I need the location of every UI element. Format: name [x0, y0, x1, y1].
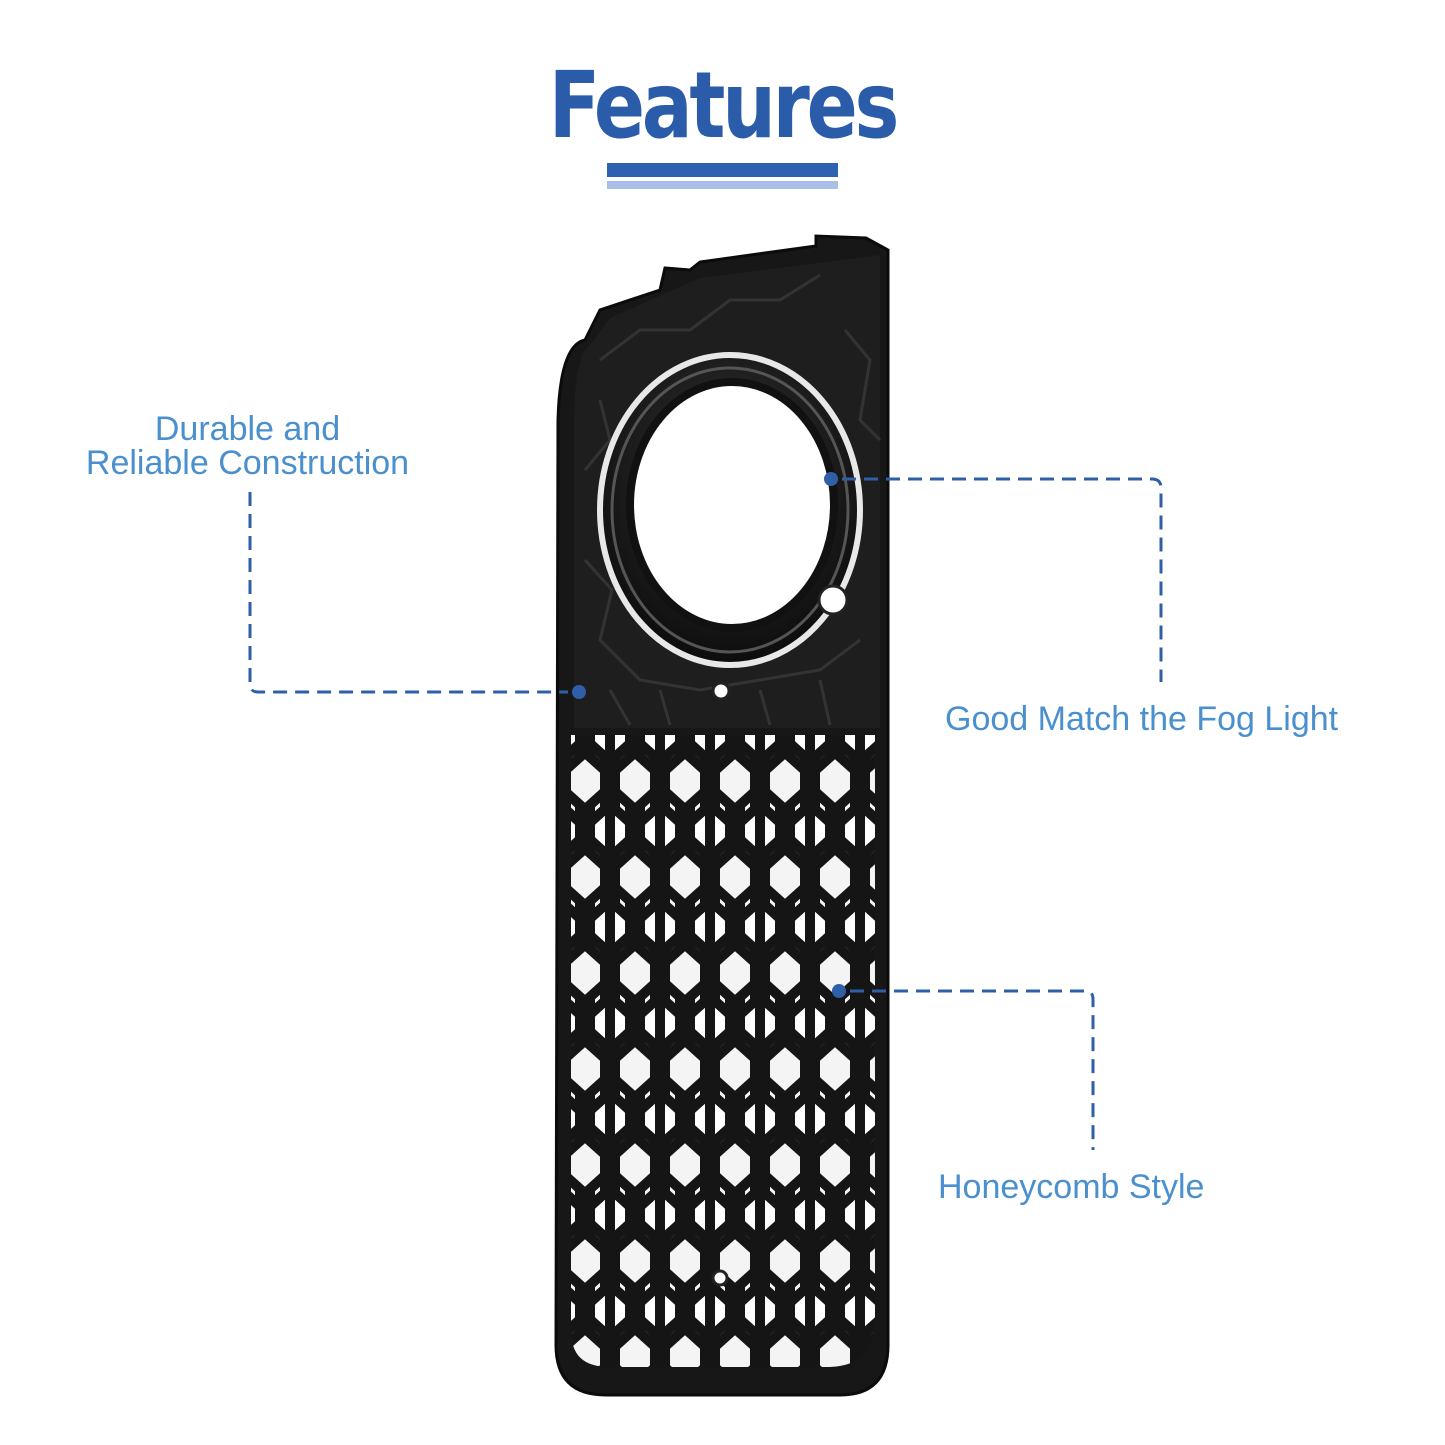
fog-light-opening: [626, 378, 838, 632]
title-underline-light: [607, 181, 838, 189]
callout-fog-light-label: Good Match the Fog Light: [945, 700, 1339, 738]
title-underline: [607, 163, 838, 177]
upper-panel-texture: [583, 273, 882, 726]
honeycomb-mesh: [566, 735, 880, 1372]
callout-honeycomb-label: Honeycomb Style: [938, 1168, 1205, 1206]
callout-fog-light-connector: [824, 472, 1163, 682]
callout-construction-line2: Reliable Construction: [85, 444, 410, 482]
fog-light-grille-image: [554, 234, 890, 1397]
callout-honeycomb-connector: [832, 984, 1095, 1150]
callout-construction-label: Durable and Reliable Construction: [60, 412, 435, 480]
page-title: Features: [548, 52, 900, 159]
callout-construction-line1: Durable and: [154, 410, 341, 448]
callout-construction-connector: [248, 492, 586, 699]
